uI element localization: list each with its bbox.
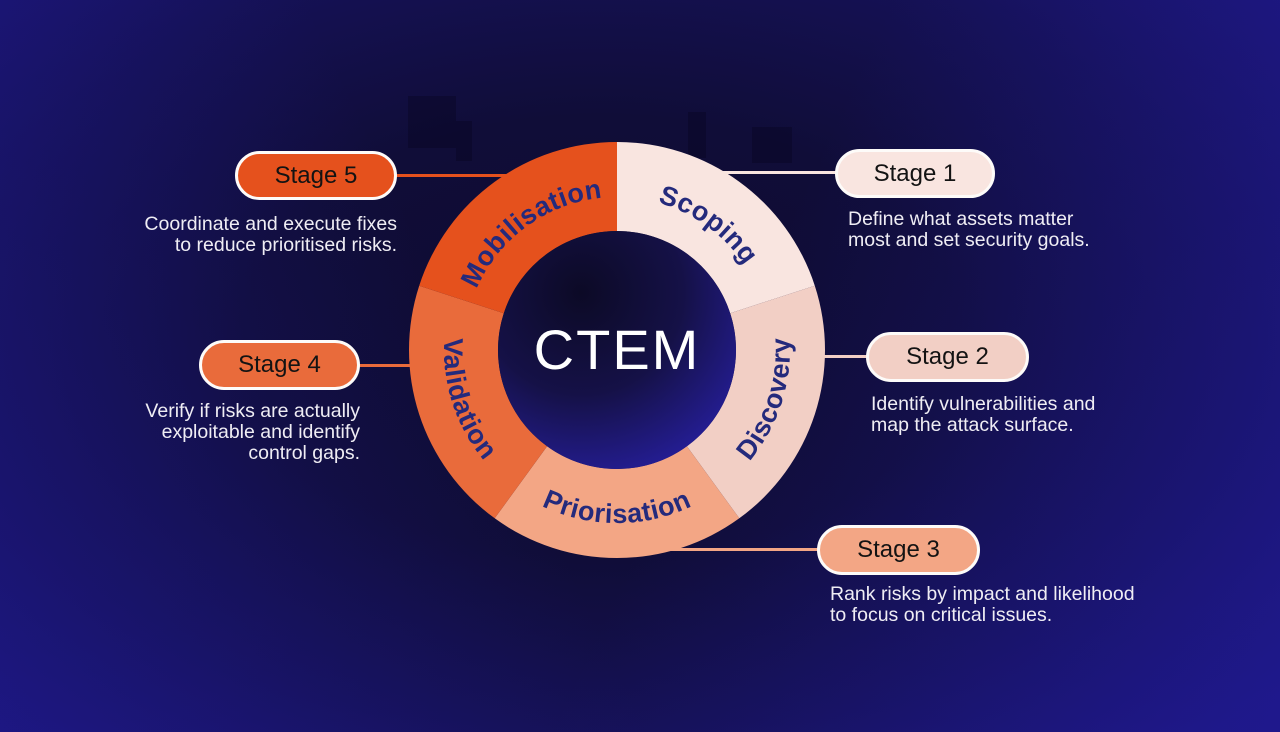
stage3-connector-line xyxy=(662,548,820,551)
wheel-segment-mobilisation[interactable] xyxy=(419,142,617,314)
stage5-description: Coordinate and execute fixes to reduce p… xyxy=(144,213,397,256)
wheel-segment-scoping[interactable] xyxy=(617,142,815,314)
stage3-description: Rank risks by impact and likelihood to f… xyxy=(830,583,1135,626)
background-block xyxy=(688,112,706,158)
stage2-badge[interactable]: Stage 2 xyxy=(866,332,1029,382)
stage4-connector-line xyxy=(352,364,417,367)
stage4-badge-label: Stage 4 xyxy=(238,351,321,378)
stage1-description: Define what assets matter most and set s… xyxy=(848,208,1090,251)
center-title: CTEM xyxy=(534,318,701,381)
stage4-badge[interactable]: Stage 4 xyxy=(199,340,360,390)
background-block xyxy=(752,127,792,163)
stage2-connector-line xyxy=(818,355,872,358)
ctem-cycle-wheel: Scoping Discovery Priorisation Validatio… xyxy=(408,142,826,559)
center-hub-circle xyxy=(498,231,736,469)
stage4-description: Verify if risks are actually exploitable… xyxy=(145,400,360,464)
background-block xyxy=(408,96,456,148)
stage5-connector-line xyxy=(392,174,517,177)
stage1-connector-line xyxy=(715,171,840,174)
background-block xyxy=(456,121,472,161)
stage5-badge-label: Stage 5 xyxy=(274,161,358,189)
wheel-segment-validation[interactable] xyxy=(408,285,548,519)
stage2-description: Identify vulnerabilities and map the att… xyxy=(871,393,1096,436)
stage5-badge[interactable]: Stage 5 xyxy=(235,151,397,200)
wheel-segment-discovery[interactable] xyxy=(686,285,826,519)
stage1-badge[interactable]: Stage 1 xyxy=(835,149,995,198)
stage1-badge-label: Stage 1 xyxy=(873,159,957,187)
stage2-badge-label: Stage 2 xyxy=(906,343,989,370)
stage3-badge-label: Stage 3 xyxy=(857,536,940,563)
wheel-segment-priorisation[interactable] xyxy=(494,446,740,559)
stage3-badge[interactable]: Stage 3 xyxy=(817,525,980,575)
